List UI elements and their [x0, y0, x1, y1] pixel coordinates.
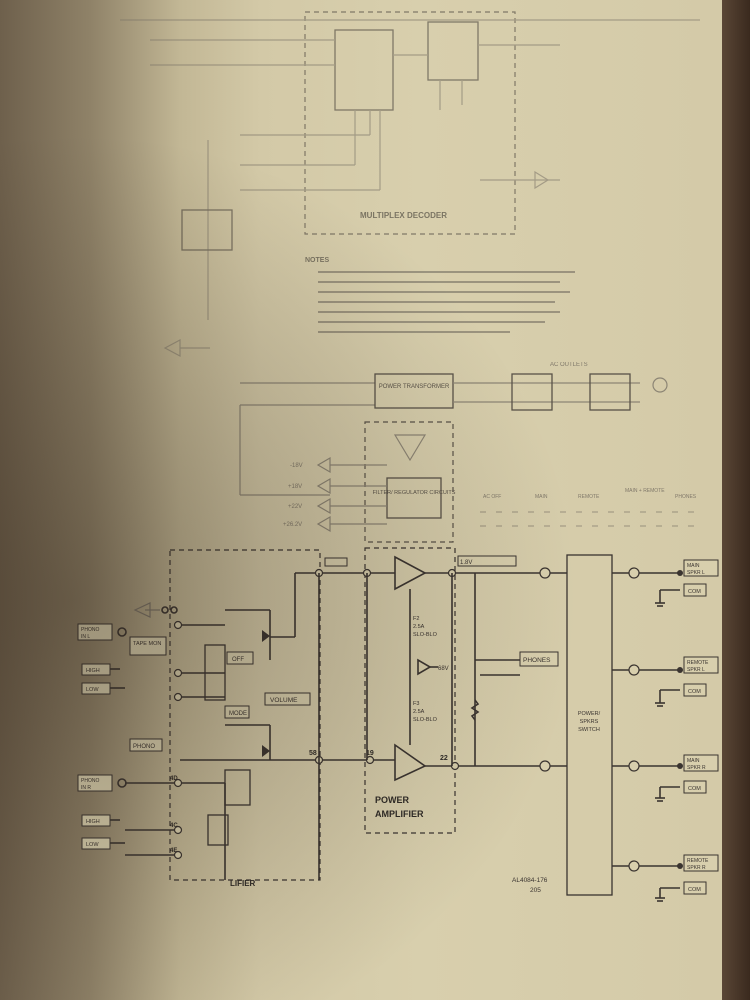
svg-text:HIGH: HIGH [86, 819, 100, 825]
node-22: 22 [440, 755, 448, 762]
amplifier-section: 1.8V 58 19 22 F2 2.5A SLO-BLO 68V F3 2.5… [77, 547, 719, 902]
decoder-ic-block [334, 29, 394, 111]
com3-label: COM [688, 786, 701, 792]
com2-label: COM [688, 689, 701, 695]
vco-block [427, 21, 479, 81]
main-spkr-l-terminal[interactable] [683, 559, 719, 577]
fuse2-type: SLO-BLO [413, 717, 438, 723]
svg-text:AC OFF: AC OFF [483, 494, 501, 500]
svg-text:SPKR R: SPKR R [687, 865, 706, 871]
svg-text:SWITCH: SWITCH [578, 727, 600, 733]
svg-text:MAIN + REMOTE: MAIN + REMOTE [625, 488, 665, 494]
drawing-number: AL4084-176 [512, 877, 548, 884]
rail-label: +22V [288, 504, 302, 510]
main-spkr-r-terminal[interactable] [683, 754, 719, 772]
page-edge [722, 0, 750, 1000]
svg-text:IN L: IN L [81, 634, 90, 640]
svg-text:MAIN: MAIN [687, 563, 700, 569]
off-label: OFF [232, 657, 244, 663]
power-transformer-block [374, 373, 454, 409]
amplifier-label: LIFIER [230, 879, 256, 888]
svg-text:LOW: LOW [86, 687, 99, 693]
com1-label: COM [688, 589, 701, 595]
fuse1-rating: 2.5A [413, 624, 425, 630]
amplifier-outline [169, 549, 321, 881]
schematic-sheet [0, 0, 722, 1000]
power-supply-section: POWER TRANSFORMER AC OUTLETS FILTER/ REG… [239, 362, 700, 543]
phones-label: PHONES [523, 657, 551, 664]
input-connectors: PHONO IN L HIGH LOW PHONO IN R HIGH LOW [77, 623, 127, 850]
svg-text:PHONES: PHONES [675, 494, 697, 500]
notes-block: NOTES [305, 257, 575, 333]
phono-in-r-jack[interactable] [77, 774, 113, 792]
power-amplifier-label-2: AMPLIFIER [375, 809, 424, 819]
svg-text:SPKRS: SPKRS [580, 719, 599, 725]
drawing-page: 205 [530, 887, 541, 894]
multiplex-decoder-label: MULTIPLEX DECODER [360, 211, 447, 220]
fuse2-label: F3 [413, 701, 419, 707]
power-transformer-label: POWER TRANSFORMER [379, 384, 450, 390]
power-amp-top [394, 555, 427, 591]
filter-regulator-label: FILTER/ REGULATOR CIRCUITS [373, 490, 456, 496]
svg-text:PHONO: PHONO [81, 778, 99, 784]
svg-text:SPKR L: SPKR L [687, 667, 705, 673]
fuse1-label: F2 [413, 616, 419, 622]
notes-heading: NOTES [305, 257, 329, 264]
svg-text:SPKR L: SPKR L [687, 570, 705, 576]
fuse1-type: SLO-BLO [413, 632, 438, 638]
svg-text:IN R: IN R [81, 785, 91, 791]
multiplex-decoder-region: MULTIPLEX DECODER [120, 11, 700, 357]
filter-regulator-block [386, 477, 442, 519]
phono-selector[interactable] [129, 738, 163, 752]
fuse2-rating: 2.5A [413, 709, 425, 715]
schematic-drawing: MULTIPLEX DECODER NOTES POWER TRANSFORME… [77, 11, 719, 902]
off-switch[interactable] [226, 651, 254, 665]
svg-text:REMOTE: REMOTE [578, 494, 600, 500]
node-19: 19 [366, 750, 374, 757]
ac-outlets-label: AC OUTLETS [550, 362, 588, 368]
svg-text:PHONO: PHONO [81, 627, 99, 633]
svg-text:LOW: LOW [86, 842, 99, 848]
power-amp-bottom [394, 743, 427, 782]
switch-position-header: AC OFF MAIN REMOTE MAIN + REMOTE PHONES [480, 488, 700, 527]
voltage-rails: -18V +18V +22V +26.2V [283, 456, 387, 533]
power-amplifier-outline [364, 547, 456, 834]
phones-jack[interactable] [519, 651, 559, 667]
rail-label: +26.2V [283, 522, 302, 528]
volume-label: VOLUME [270, 697, 298, 704]
rail-label: -18V [290, 463, 303, 469]
svg-text:SPKR R: SPKR R [687, 765, 706, 771]
node-4d: 4D [170, 776, 178, 782]
phono-in-l-jack[interactable] [77, 623, 113, 641]
node-4e: 4E [170, 848, 177, 854]
rail-label: +18V [288, 484, 302, 490]
svg-text:MAIN: MAIN [687, 758, 700, 764]
svg-text:REMOTE: REMOTE [687, 858, 709, 864]
svg-text:TAPE MON: TAPE MON [133, 641, 161, 647]
power-spkrs-switch[interactable] [566, 554, 613, 896]
remote-spkr-l-terminal[interactable] [683, 656, 719, 674]
node-58: 58 [309, 750, 317, 757]
remote-spkr-r-terminal[interactable] [683, 854, 719, 872]
svg-text:MAIN: MAIN [535, 494, 548, 500]
svg-text:MODE: MODE [229, 711, 247, 717]
power-amplifier-label-1: POWER [375, 795, 410, 805]
main-level-label: 1.8V [460, 560, 472, 566]
com4-label: COM [688, 887, 701, 893]
supply-68v: 68V [438, 666, 449, 672]
phono-label: PHONO [133, 744, 155, 750]
volume-label-box [264, 692, 311, 706]
speaker-outputs: MAIN SPKR L COM REMOTE SPKR L COM MAIN S… [612, 559, 719, 902]
svg-text:POWER/: POWER/ [578, 711, 601, 717]
node-4c: 4C [170, 823, 178, 829]
svg-text:HIGH: HIGH [86, 668, 100, 674]
svg-text:REMOTE: REMOTE [687, 660, 709, 666]
